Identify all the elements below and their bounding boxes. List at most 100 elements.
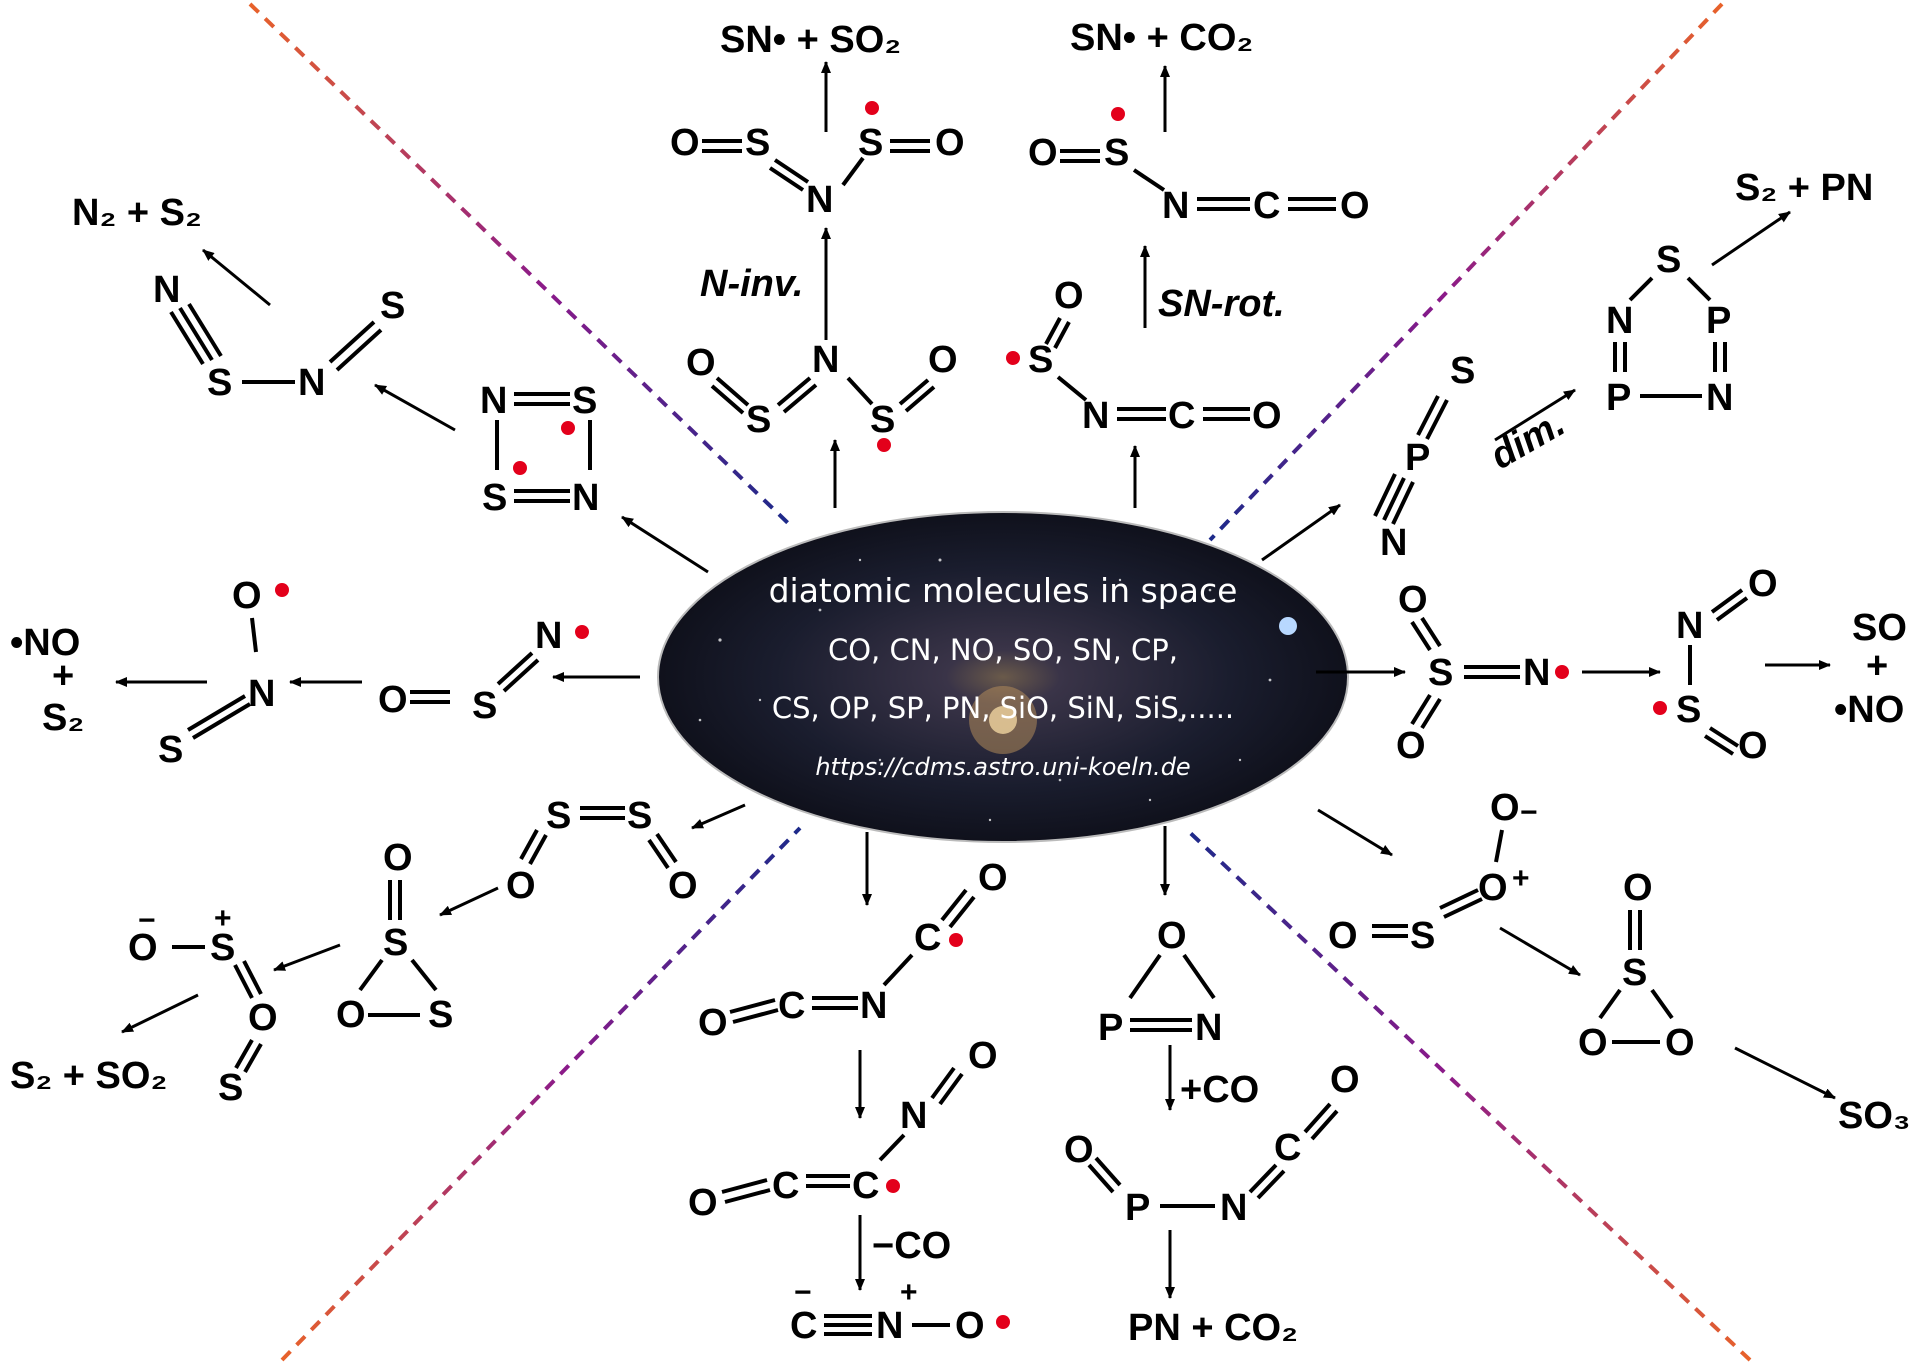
svg-text:N: N <box>1162 185 1189 227</box>
radical-dot <box>575 625 589 639</box>
svg-text:S: S <box>1676 689 1701 731</box>
svg-text:O: O <box>1054 275 1084 317</box>
label-plus-co: +CO <box>1180 1069 1259 1111</box>
svg-text:O: O <box>968 1035 998 1077</box>
center-line-1: CO, CN, NO, SO, SN, CP, <box>828 633 1178 667</box>
label-sn-so2: SN• + SO₂ <box>720 19 901 61</box>
molecule-opnco: O P N C O <box>1064 1059 1360 1229</box>
molecule-cno: C − N + O <box>790 1276 1010 1347</box>
label-n2-s2: N₂ + S₂ <box>72 192 202 234</box>
svg-text:−: − <box>794 1276 812 1309</box>
molecule-ocnco: O C N C O <box>698 857 1008 1044</box>
radical-dot <box>1653 701 1667 715</box>
svg-text:+: + <box>214 902 232 935</box>
svg-text:C: C <box>1253 185 1280 227</box>
svg-text:O: O <box>978 857 1008 899</box>
svg-text:S: S <box>745 122 770 164</box>
svg-text:O: O <box>1748 563 1778 605</box>
svg-text:N: N <box>876 1305 903 1347</box>
molecule-nssns-chain: N S N S <box>153 269 405 404</box>
molecule-ossos-chain: O − S + O S <box>128 902 278 1109</box>
svg-text:N: N <box>248 673 275 715</box>
svg-text:S: S <box>1104 132 1129 174</box>
svg-text:N: N <box>1523 652 1550 694</box>
label-dim: dim. <box>1484 402 1573 477</box>
svg-text:N: N <box>900 1095 927 1137</box>
svg-text:O: O <box>1252 395 1282 437</box>
molecule-occno: O N C C O <box>688 1035 998 1224</box>
svg-text:N: N <box>153 269 180 311</box>
svg-text:N: N <box>1220 1187 1247 1229</box>
molecule-osnco-top: O S N C O <box>1028 107 1370 227</box>
label-sn-co2: SN• + CO₂ <box>1070 17 1253 59</box>
svg-text:N: N <box>1082 395 1109 437</box>
svg-text:S: S <box>428 994 453 1036</box>
label-minus-co: −CO <box>872 1225 951 1267</box>
svg-text:S: S <box>1656 239 1681 281</box>
label-no-s2-bot: S₂ <box>42 697 84 739</box>
svg-text:S: S <box>572 380 597 422</box>
svg-text:O: O <box>1396 725 1426 767</box>
label-so-no-bot: •NO <box>1834 689 1904 731</box>
svg-text:C: C <box>914 917 941 959</box>
svg-text:O: O <box>1665 1022 1695 1064</box>
svg-text:O: O <box>670 122 700 164</box>
radical-dot <box>513 461 527 475</box>
label-s2-so2: S₂ + SO₂ <box>10 1055 167 1097</box>
svg-text:O: O <box>1398 579 1428 621</box>
svg-text:N: N <box>1706 377 1733 419</box>
molecule-onss: O N S <box>158 575 289 771</box>
svg-text:P: P <box>1606 377 1631 419</box>
svg-text:C: C <box>772 1165 799 1207</box>
svg-text:S: S <box>546 795 571 837</box>
center-ellipse: diatomic molecules in space CO, CN, NO, … <box>657 511 1349 843</box>
svg-text:S: S <box>746 399 771 441</box>
svg-text:S: S <box>1410 915 1435 957</box>
svg-text:N: N <box>572 477 599 519</box>
svg-text:S: S <box>858 122 883 164</box>
svg-text:S: S <box>380 285 405 327</box>
svg-text:S: S <box>158 729 183 771</box>
molecule-s2n2-ring: N S S N <box>480 380 599 519</box>
label-so3: SO₃ <box>1838 1095 1910 1137</box>
svg-text:O: O <box>232 575 262 617</box>
molecule-osso: S S O O <box>506 795 698 907</box>
molecule-osnco-lower: O S N C O <box>1006 275 1282 437</box>
radical-dot <box>1006 351 1020 365</box>
molecule-osoo: O − O + S O <box>1328 787 1538 957</box>
svg-text:S: S <box>1622 952 1647 994</box>
label-n-inv: N-inv. <box>700 263 803 305</box>
svg-text:O: O <box>383 837 413 879</box>
divider-bottom-left <box>280 826 802 1362</box>
svg-text:C: C <box>790 1305 817 1347</box>
svg-text:O: O <box>1578 1022 1608 1064</box>
molecule-osnso-lower: O S N S O <box>686 339 958 452</box>
molecule-nps: S P N <box>1373 350 1475 564</box>
svg-text:S: S <box>383 922 408 964</box>
label-no-s2-plus: + <box>52 655 74 697</box>
svg-text:−: − <box>138 904 156 937</box>
radical-dot <box>1111 107 1125 121</box>
label-s2-pn: S₂ + PN <box>1735 167 1873 209</box>
svg-text:S: S <box>1028 339 1053 381</box>
svg-text:P: P <box>1405 437 1430 479</box>
svg-text:O: O <box>1064 1129 1094 1171</box>
molecule-onso: N O S O <box>1653 563 1778 767</box>
svg-text:N: N <box>298 362 325 404</box>
svg-text:N: N <box>812 339 839 381</box>
svg-text:S: S <box>1428 652 1453 694</box>
radical-dot <box>996 1315 1010 1329</box>
svg-text:O: O <box>128 927 158 969</box>
label-sn-rot: SN-rot. <box>1158 283 1285 325</box>
svg-text:N: N <box>1606 300 1633 342</box>
svg-text:O: O <box>928 339 958 381</box>
radical-dot <box>561 421 575 435</box>
svg-text:O: O <box>688 1182 718 1224</box>
svg-text:O: O <box>1478 867 1508 909</box>
radical-dot <box>949 933 963 947</box>
svg-text:C: C <box>1274 1127 1301 1169</box>
svg-text:O: O <box>698 1002 728 1044</box>
svg-text:S: S <box>870 399 895 441</box>
svg-text:N: N <box>860 985 887 1027</box>
